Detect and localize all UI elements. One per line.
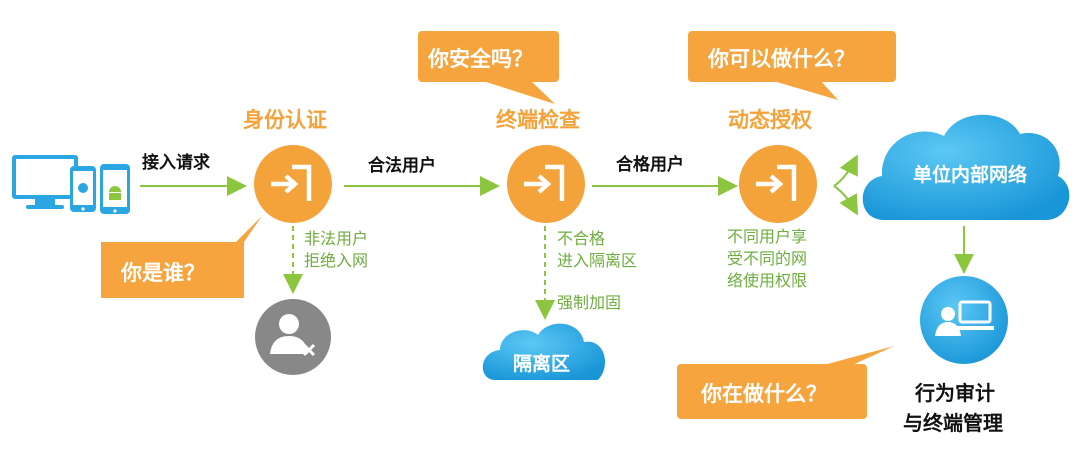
identity-node (254, 145, 332, 223)
computer-user-icon (935, 300, 994, 336)
phone-android-icon (100, 164, 130, 214)
login-icon (271, 164, 312, 201)
phone-apple-icon (70, 166, 96, 212)
bubble-can-do-text: 你可以做什么？ (708, 47, 855, 71)
note-diff-line2: 受不同的网 (727, 249, 808, 268)
bubble-can-do (688, 31, 896, 100)
isolation-cloud (482, 323, 606, 380)
note-diff-line1: 不同用户享 (727, 227, 808, 246)
note-diff-line3: 络使用权限 (727, 271, 808, 290)
audit-label-line2: 与终端管理 (903, 411, 1003, 435)
internal-network-cloud (862, 114, 1070, 220)
stage-title-terminal: 终端检查 (496, 108, 580, 132)
note-illegal-line1: 非法用户 (304, 229, 369, 248)
note-illegal-user: 非法用户 拒绝入网 (304, 228, 368, 272)
terminal-node (507, 145, 585, 223)
note-force-reinforce: 强制加固 (557, 293, 622, 312)
arrow-branch-down (833, 185, 858, 216)
bubble-safe (418, 31, 559, 104)
label-legal-user: 合法用户 (368, 156, 436, 176)
note-different-permissions: 不同用户享 受不同的网 络使用权限 (727, 226, 807, 292)
note-illegal-line2: 拒绝入网 (304, 251, 369, 270)
isolation-cloud-label: 隔离区 (513, 353, 571, 375)
login-icon (756, 164, 797, 201)
blocked-user-icon (255, 299, 331, 375)
devices-group (12, 155, 130, 214)
note-unqualified: 不合格 进入隔离区 (557, 228, 637, 272)
bubble-who (101, 216, 262, 298)
audit-label-line1: 行为审计 (915, 381, 995, 405)
bubble-doing (677, 346, 894, 419)
bubble-doing-text: 你在做什么？ (701, 382, 827, 406)
login-icon (524, 164, 565, 201)
audit-node (920, 276, 1008, 364)
arrow-branch-up (833, 154, 858, 187)
bubble-safe-text: 你安全吗？ (428, 47, 533, 71)
monitor-icon (12, 155, 78, 209)
internal-network-label: 单位内部网络 (913, 164, 1028, 186)
note-unqualified-line1: 不合格 (557, 229, 606, 248)
stage-title-identity: 身份认证 (243, 108, 327, 132)
note-unqualified-line2: 进入隔离区 (557, 251, 638, 270)
bubble-who-text: 你是谁？ (121, 261, 205, 285)
label-access-request: 接入请求 (142, 153, 210, 173)
stage-title-authorization: 动态授权 (728, 108, 812, 132)
authorization-node (739, 145, 817, 223)
label-qualified-user: 合格用户 (616, 155, 684, 175)
